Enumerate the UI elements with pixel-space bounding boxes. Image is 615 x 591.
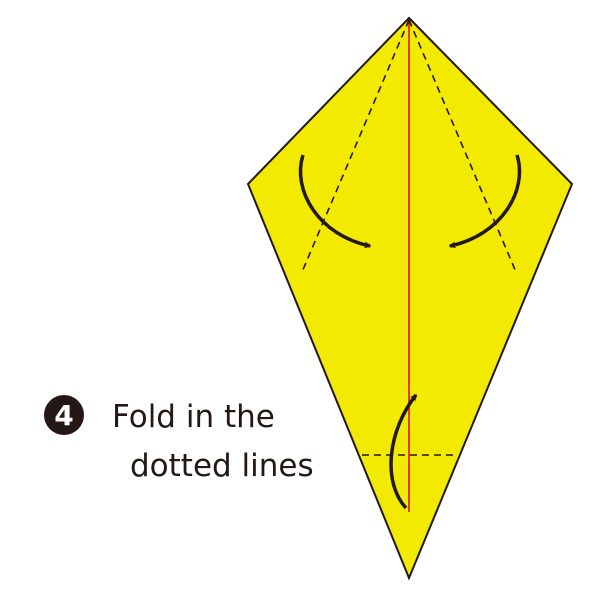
instruction-line-1: Fold in the [112, 399, 275, 435]
bottom-fold-arrow [389, 393, 418, 510]
instruction-line-2: dotted lines [130, 448, 314, 484]
right-fold-line [408, 19, 517, 273]
left-fold-arrow [298, 154, 372, 249]
kite-paper [246, 16, 574, 581]
left-fold-line [301, 19, 410, 273]
right-fold-arrow [448, 154, 522, 249]
step-number: 4 [54, 399, 73, 432]
step-badge-circle [44, 395, 84, 435]
step-badge: 4 [44, 395, 84, 435]
